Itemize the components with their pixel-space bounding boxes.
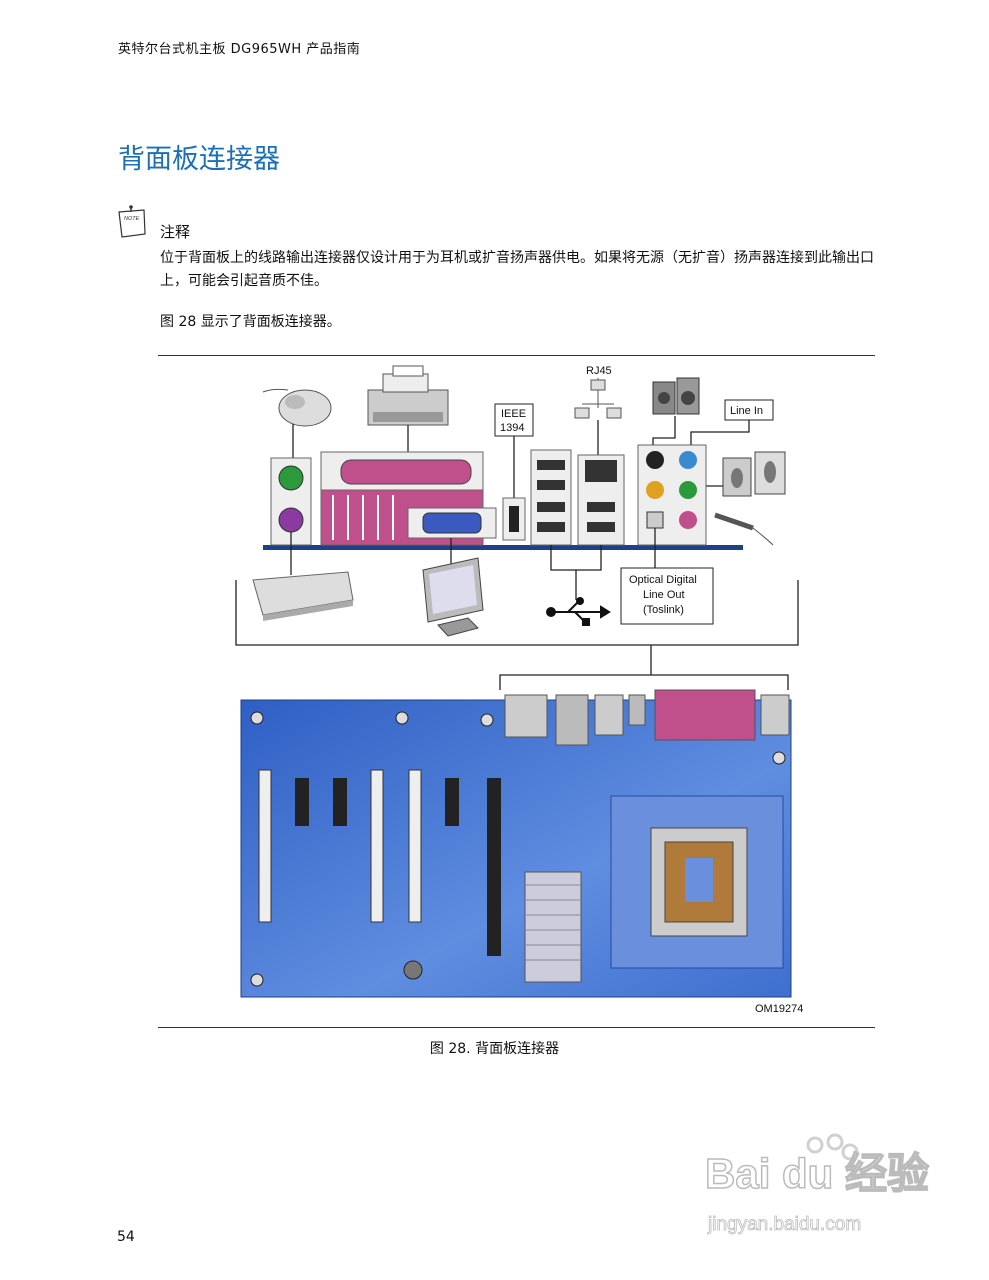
rj45-label: RJ45 xyxy=(586,365,612,377)
watermark-url: jingyan.baidu.com xyxy=(707,1214,861,1235)
note-icon: NOTE xyxy=(114,204,150,240)
figure-bottom-rule xyxy=(158,1027,875,1028)
ieee-label-line1: IEEE xyxy=(501,408,526,420)
note-icon-text: NOTE xyxy=(124,216,140,222)
running-header: 英特尔台式机主板 DG965WH 产品指南 xyxy=(118,38,360,57)
microphone-icon xyxy=(715,515,773,545)
monitor-icon xyxy=(423,558,483,636)
figure-reference: 图 28 显示了背面板连接器。 xyxy=(160,311,341,331)
optical-label-line1: Optical Digital xyxy=(629,574,697,586)
speakers-icon-2 xyxy=(723,452,785,496)
note-body: 位于背面板上的线路输出连接器仅设计用于为耳机或扩音扬声器供电。如果将无源（无扩音… xyxy=(160,247,880,293)
section-title: 背面板连接器 xyxy=(118,137,280,176)
printer-icon xyxy=(368,366,448,425)
ieee-label-line2: 1394 xyxy=(500,422,524,434)
baidu-watermark-logo: Bai du 经验 jingyan.baidu.com xyxy=(700,1130,940,1240)
keyboard-icon xyxy=(253,572,353,621)
optical-label-line3: (Toslink) xyxy=(643,604,684,616)
watermark-brand: Bai du 经验 xyxy=(705,1150,929,1197)
network-icon xyxy=(575,378,621,418)
mouse-icon xyxy=(263,389,331,426)
line-in-label: Line In xyxy=(730,405,763,417)
page-number: 54 xyxy=(117,1229,135,1245)
figure-code: OM19274 xyxy=(755,1003,803,1015)
optical-label-line2: Line Out xyxy=(643,589,685,601)
speakers-icon xyxy=(653,378,699,414)
figure-caption: 图 28. 背面板连接器 xyxy=(0,1038,989,1058)
back-panel-figure: IEEE 1394 RJ45 Line In xyxy=(233,360,803,1020)
figure-top-rule xyxy=(158,355,875,356)
usb-icon xyxy=(547,598,609,625)
note-label: 注释 xyxy=(160,221,190,242)
